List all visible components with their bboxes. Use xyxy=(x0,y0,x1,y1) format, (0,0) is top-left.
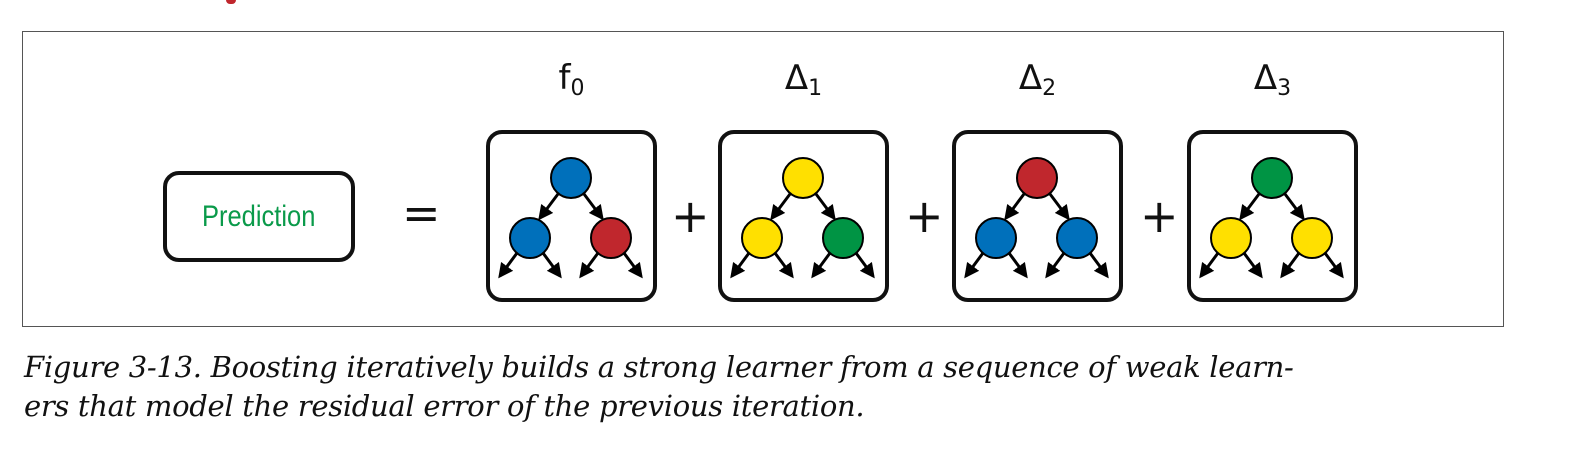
tree-node-yellow xyxy=(1210,217,1252,259)
prediction-label: Prediction xyxy=(202,199,316,233)
arrow xyxy=(1242,252,1263,279)
tree-node-yellow xyxy=(1291,217,1333,259)
tree-node-green xyxy=(822,217,864,259)
arrow xyxy=(770,193,792,221)
arrow xyxy=(622,252,643,279)
arrow xyxy=(1045,252,1066,279)
learner-label-delta1: Δ1 xyxy=(784,58,823,101)
caption-line-1: Figure 3-13. Boosting iteratively builds… xyxy=(24,350,1294,384)
arrow xyxy=(1088,252,1109,279)
tree-node-green xyxy=(1251,157,1293,199)
arrow xyxy=(498,252,519,279)
decorative-mark xyxy=(226,0,236,4)
learner-label-f0: f0 xyxy=(558,58,585,101)
learner-label-delta2: Δ2 xyxy=(1018,58,1057,101)
arrow xyxy=(579,252,600,279)
arrow xyxy=(811,252,832,279)
arrow xyxy=(582,193,604,221)
plus-sign: + xyxy=(671,189,710,243)
arrow xyxy=(1283,193,1305,221)
tree-node-red xyxy=(1016,157,1058,199)
tree-box-f0 xyxy=(486,130,657,302)
arrow xyxy=(1323,252,1344,279)
tree-node-blue xyxy=(975,217,1017,259)
prediction-box: Prediction xyxy=(163,171,355,262)
learner-label-delta3: Δ3 xyxy=(1253,58,1292,101)
figure-caption: Figure 3-13. Boosting iteratively builds… xyxy=(24,348,1524,426)
arrow xyxy=(538,193,560,221)
arrow xyxy=(1048,193,1070,221)
arrow xyxy=(1199,252,1220,279)
arrow xyxy=(814,193,836,221)
tree-node-blue xyxy=(1056,217,1098,259)
plus-sign: + xyxy=(905,189,944,243)
equals-sign: = xyxy=(402,186,441,240)
tree-node-yellow xyxy=(741,217,783,259)
arrow xyxy=(1280,252,1301,279)
arrow xyxy=(1007,252,1028,279)
tree-box-delta1 xyxy=(718,130,889,302)
arrow xyxy=(1239,193,1261,221)
tree-box-delta3 xyxy=(1187,130,1358,302)
tree-node-yellow xyxy=(782,157,824,199)
plus-sign: + xyxy=(1140,189,1179,243)
arrow xyxy=(1004,193,1026,221)
tree-node-red xyxy=(590,217,632,259)
arrow xyxy=(854,252,875,279)
arrow xyxy=(773,252,794,279)
arrow xyxy=(964,252,985,279)
tree-node-blue xyxy=(509,217,551,259)
arrow xyxy=(730,252,751,279)
arrow xyxy=(541,252,562,279)
tree-box-delta2 xyxy=(952,130,1123,302)
figure-frame xyxy=(22,31,1504,327)
tree-node-blue xyxy=(550,157,592,199)
caption-line-2: ers that model the residual error of the… xyxy=(24,389,865,423)
